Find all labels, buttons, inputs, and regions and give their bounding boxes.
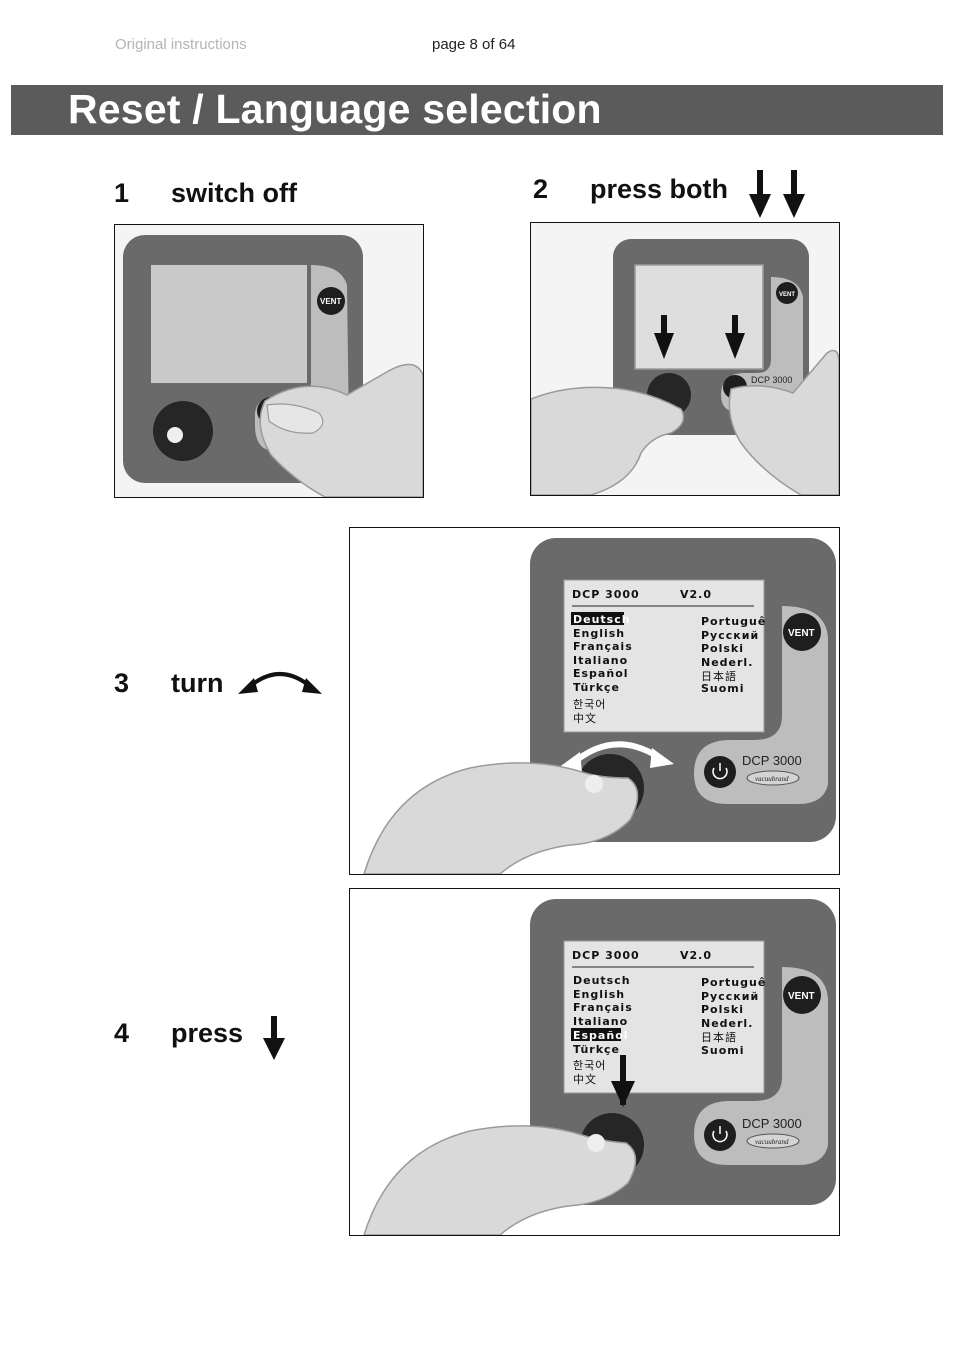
- turn-arrow: [570, 741, 662, 767]
- photo-switch-off: VENT DCP 3000: [114, 224, 424, 498]
- svg-text:Nederl.: Nederl.: [701, 1017, 753, 1030]
- page-number: page 8 of 64: [432, 36, 516, 53]
- svg-text:Türkçe: Türkçe: [573, 1043, 620, 1056]
- vent-button: [783, 976, 821, 1014]
- svg-text:DCP 3000: DCP 3000: [742, 1116, 802, 1131]
- svg-text:DCP 3000: DCP 3000: [742, 753, 802, 768]
- page-title: Reset / Language selection: [68, 86, 602, 132]
- vent-button: [783, 613, 821, 651]
- svg-text:日本語: 日本語: [701, 1030, 737, 1044]
- selection-highlight: [571, 1028, 621, 1041]
- screen-down-arrows: [654, 315, 745, 359]
- svg-text:Türkçe: Türkçe: [573, 681, 620, 694]
- hand: [363, 762, 639, 874]
- power-button: [704, 756, 736, 788]
- svg-text:VENT: VENT: [788, 991, 815, 1002]
- svg-text:Polski: Polski: [701, 1003, 744, 1016]
- svg-text:DCP 3000: DCP 3000: [572, 588, 640, 601]
- svg-text:Portuguê: Portuguê: [701, 976, 766, 989]
- power-button: [704, 1119, 736, 1151]
- step-label: turn: [171, 668, 224, 698]
- header-left-note: Original instructions: [115, 36, 247, 53]
- hand: [259, 363, 423, 497]
- svg-text:Deutsch: Deutsch: [573, 974, 631, 987]
- rotate-arrow-icon: [238, 672, 322, 694]
- step-number: 2: [533, 174, 549, 204]
- right-hand: [728, 349, 839, 495]
- svg-text:DCP 3000: DCP 3000: [572, 949, 640, 962]
- svg-text:Русский: Русский: [701, 990, 759, 1003]
- vent-button: [776, 282, 798, 304]
- svg-text:VENT: VENT: [779, 292, 795, 298]
- step-label: press both: [590, 174, 729, 204]
- svg-text:中文: 中文: [573, 711, 597, 725]
- down-arrow-icon: [263, 1016, 285, 1060]
- brand-logo: [746, 1133, 800, 1149]
- step-number: 4: [114, 1018, 130, 1048]
- control-knob: [153, 401, 213, 461]
- step-label: press: [171, 1018, 244, 1048]
- svg-text:Français: Français: [573, 1001, 633, 1014]
- svg-text:VENT: VENT: [788, 628, 815, 639]
- hand: [363, 1125, 637, 1235]
- title-bar: Reset / Language selection: [11, 85, 943, 135]
- svg-text:한국어: 한국어: [573, 698, 606, 711]
- step-number: 3: [114, 668, 130, 698]
- svg-text:Русский: Русский: [701, 629, 759, 642]
- svg-text:Italiano: Italiano: [573, 1015, 628, 1028]
- svg-text:Suomi: Suomi: [701, 682, 745, 695]
- svg-text:Polski: Polski: [701, 642, 744, 655]
- svg-text:English: English: [573, 627, 625, 640]
- svg-text:V2.0: V2.0: [680, 588, 712, 601]
- down-arrows-icon: [749, 170, 805, 218]
- svg-text:日本語: 日本語: [701, 669, 737, 683]
- svg-text:vacuubrand: vacuubrand: [755, 1138, 789, 1146]
- press-arrow: [611, 1055, 635, 1107]
- svg-text:DCP 3000: DCP 3000: [751, 375, 792, 385]
- step-number: 1: [114, 178, 130, 208]
- svg-text:vacuubrand: vacuubrand: [755, 775, 789, 783]
- svg-text:Nederl.: Nederl.: [701, 656, 753, 669]
- svg-text:Suomi: Suomi: [701, 1044, 745, 1057]
- svg-text:Español: Español: [573, 667, 629, 680]
- left-hand: [531, 386, 685, 495]
- brand-logo: [746, 770, 800, 786]
- svg-text:Español: Español: [573, 1029, 629, 1042]
- svg-text:Italiano: Italiano: [573, 654, 628, 667]
- device-screen: [634, 264, 764, 370]
- vent-button: [317, 287, 345, 315]
- svg-text:Français: Français: [573, 640, 633, 653]
- svg-text:Deutsch: Deutsch: [573, 613, 631, 626]
- svg-text:English: English: [573, 988, 625, 1001]
- svg-text:中文: 中文: [573, 1072, 597, 1086]
- lcd-screen: [563, 579, 765, 733]
- selection-highlight: [571, 612, 624, 625]
- step-label: switch off: [171, 178, 297, 208]
- photo-press-both: VENT DCP 3000: [530, 222, 840, 496]
- lcd-screen: [563, 940, 765, 1094]
- svg-text:V2.0: V2.0: [680, 949, 712, 962]
- svg-text:한국어: 한국어: [573, 1059, 606, 1072]
- device-screen: [151, 265, 307, 383]
- svg-text:VENT: VENT: [320, 297, 341, 306]
- photo-turn: DCP 3000 V2.0 Deutsch English Français I…: [349, 527, 840, 875]
- svg-text:Portuguê: Portuguê: [701, 615, 766, 628]
- photo-press: DCP 3000 V2.0 Deutsch English Français I…: [349, 888, 840, 1236]
